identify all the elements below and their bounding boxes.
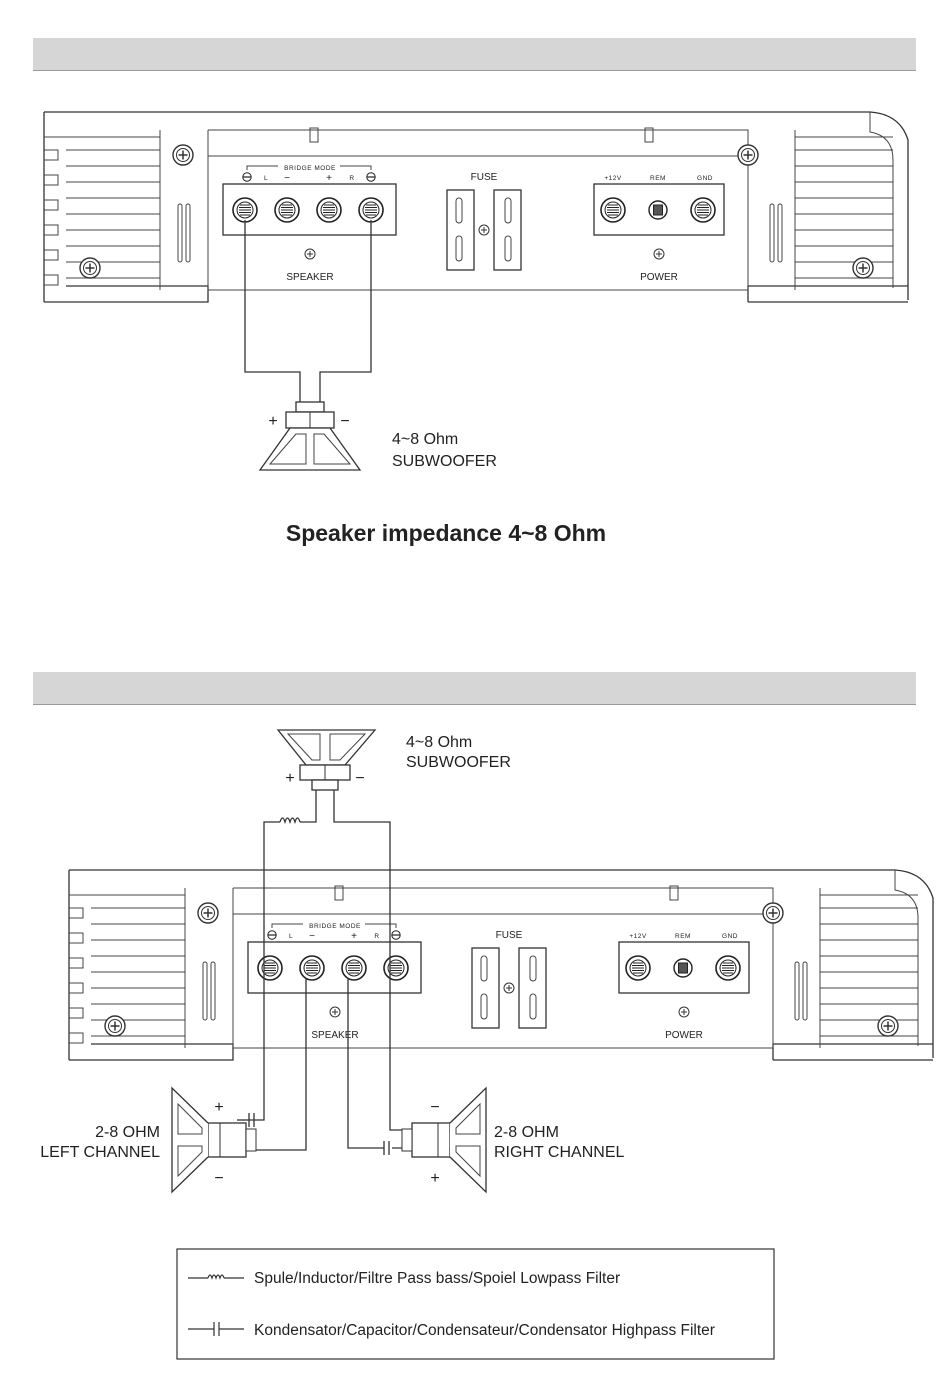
- rem-label: REM: [650, 175, 666, 182]
- sub2-impedance-label: 4~8 Ohm: [406, 734, 472, 751]
- power-label: POWER: [640, 272, 678, 283]
- subwoofer-top-icon: [276, 729, 377, 791]
- terminal-l-label: L: [264, 175, 268, 182]
- fuse-label: FUSE: [471, 172, 498, 183]
- speaker-label-2: SPEAKER: [311, 1030, 358, 1041]
- right-speaker-icon: [401, 1087, 487, 1193]
- terminal-plus-label: +: [326, 173, 332, 184]
- legend-inductor-icon: [188, 1274, 244, 1280]
- capacitor-icon-right: [383, 1141, 390, 1155]
- amplifier-diagram-2: [69, 870, 933, 1060]
- bridge-mode-label: BRIDGE MODE: [284, 165, 336, 172]
- wire-bridge-left: [244, 220, 301, 410]
- terminal-r-label-2: R: [374, 933, 379, 940]
- right-minus-label: −: [430, 1099, 439, 1116]
- terminal-l-label-2: L: [289, 933, 293, 940]
- plus-12v-label: +12V: [604, 175, 622, 182]
- right-impedance-label: 2-8 OHM: [494, 1124, 559, 1141]
- amplifier-diagram-1: [44, 112, 908, 302]
- speaker-label: SPEAKER: [286, 272, 333, 283]
- section-header-bar-2: [33, 672, 916, 705]
- section-header-bar-1: [33, 38, 916, 71]
- legend-inductor-text: Spule/Inductor/Filtre Pass bass/Spoiel L…: [254, 1270, 620, 1287]
- sub1-subwoofer-label: SUBWOOFER: [392, 453, 497, 470]
- left-plus-label: +: [214, 1099, 223, 1116]
- bridge-mode-label-2: BRIDGE MODE: [309, 923, 361, 930]
- terminal-minus-label: −: [284, 173, 290, 184]
- caption-speaker-impedance: Speaker impedance 4~8 Ohm: [286, 520, 606, 546]
- sub1-impedance-label: 4~8 Ohm: [392, 431, 458, 448]
- gnd-label: GND: [697, 175, 713, 182]
- rem-label-2: REM: [675, 933, 691, 940]
- sub1-plus-label: +: [268, 413, 277, 430]
- sub2-minus-label: −: [355, 770, 364, 787]
- right-plus-label: +: [430, 1170, 439, 1187]
- power-label-2: POWER: [665, 1030, 703, 1041]
- left-channel-label: LEFT CHANNEL: [40, 1144, 160, 1161]
- sub1-minus-label: −: [340, 413, 349, 430]
- wire-bridge-right: [319, 220, 372, 410]
- left-impedance-label: 2-8 OHM: [95, 1124, 160, 1141]
- plus-12v-label-2: +12V: [629, 933, 647, 940]
- wire-right-plus: [347, 978, 384, 1149]
- wire-sub-plus: [249, 790, 317, 1121]
- gnd-label-2: GND: [722, 933, 738, 940]
- capacitor-icon-left: [237, 1113, 255, 1127]
- subwoofer-icon: [258, 401, 362, 471]
- legend-capacitor-icon: [188, 1322, 244, 1336]
- fuse-label-2: FUSE: [496, 930, 523, 941]
- sub2-subwoofer-label: SUBWOOFER: [406, 754, 511, 771]
- legend-box: [176, 1248, 775, 1360]
- wire-left-minus: [250, 978, 307, 1151]
- terminal-r-label: R: [349, 175, 354, 182]
- legend-capacitor-text: Kondensator/Capacitor/Condensateur/Conde…: [254, 1322, 715, 1339]
- sub2-plus-label: +: [285, 770, 294, 787]
- terminal-minus-label-2: −: [309, 931, 315, 942]
- inductor-icon: [279, 817, 301, 825]
- left-minus-label: −: [214, 1170, 223, 1187]
- right-channel-label: RIGHT CHANNEL: [494, 1144, 624, 1161]
- wire-sub-minus: [333, 790, 420, 1131]
- terminal-plus-label-2: +: [351, 931, 357, 942]
